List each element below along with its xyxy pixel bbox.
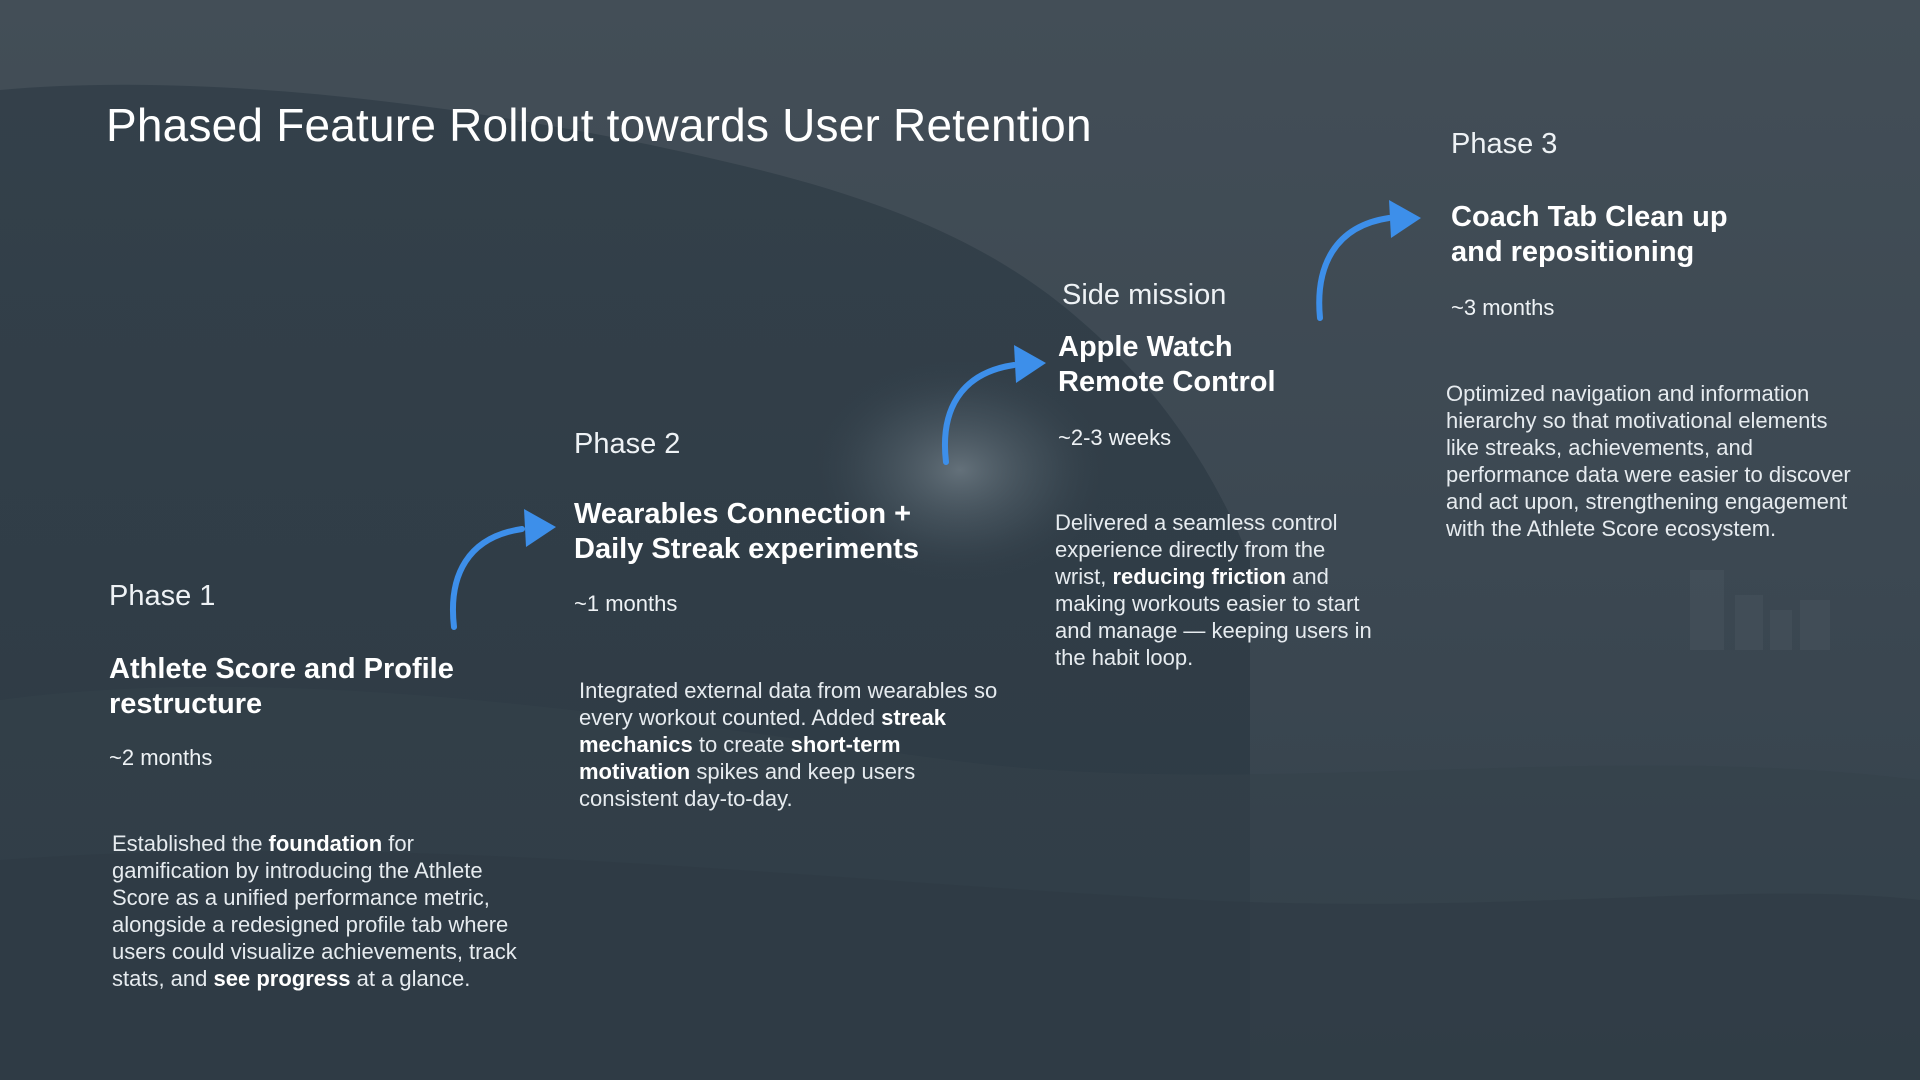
phase-1-label: Phase 1 [109,580,216,612]
phase-3-label: Phase 3 [1451,128,1558,160]
side-mission-duration: ~2-3 weeks [1058,425,1172,450]
phase-3-duration: ~3 months [1451,295,1555,320]
phase-1-duration: ~2 months [109,745,213,770]
phase-1-title-line1: Athlete Score and Profile [109,653,454,685]
phase-3-title-line2: and repositioning [1451,236,1695,268]
side-mission-description: Delivered a seamless control experience … [1055,509,1375,671]
arrow-side-mission-to-phase3-icon [1316,200,1421,321]
phase-3-title-line1: Coach Tab Clean up [1451,201,1728,233]
description-emphasis: see progress [213,966,351,991]
phase-2-title-line2: Daily Streak experiments [574,533,919,565]
phase-3-title: Coach Tab Clean up and repositioning [1451,200,1811,270]
description-emphasis: streak mechanics [579,705,946,757]
description-emphasis: reducing friction [1112,564,1287,589]
side-mission-title: Apple Watch Remote Control [1058,330,1398,400]
phase-2-title: Wearables Connection + Daily Streak expe… [574,497,994,567]
description-emphasis: foundation [268,831,383,856]
arrow-phase2-to-side-mission-icon [942,345,1046,465]
page-title: Phased Feature Rollout towards User Rete… [106,99,1092,151]
description-text: at a glance. [350,966,471,991]
description-text: spikes and keep users consistent day-to-… [579,759,916,811]
side-mission-title-line2: Remote Control [1058,366,1276,398]
phase-2-description: Integrated external data from wearables … [579,677,1009,812]
side-mission-label: Side mission [1062,279,1227,311]
side-mission-title-line1: Apple Watch [1058,331,1233,363]
phase-2-duration: ~1 months [574,591,678,616]
description-emphasis: short-term motivation [579,732,901,784]
description-text: to create [692,732,791,757]
phase-2-title-line1: Wearables Connection + [574,498,912,530]
description-text: Established the [112,831,269,856]
description-text: Optimized navigation and information hie… [1446,381,1851,541]
description-text: and making workouts easier to start and … [1055,564,1372,670]
phase-1-title: Athlete Score and Profile restructure [109,652,529,722]
description-text: Integrated external data from wearables … [579,678,998,730]
phase-2-label: Phase 2 [574,428,681,460]
phase-1-title-line2: restructure [109,688,263,720]
phase-3-description: Optimized navigation and information hie… [1446,380,1866,542]
description-text: Delivered a seamless control experience … [1055,510,1338,589]
description-text: for gamification by introducing the Athl… [112,831,517,991]
arrow-phase1-to-phase2-icon [450,509,556,630]
phase-1-description: Established the foundation for gamificat… [112,830,522,992]
